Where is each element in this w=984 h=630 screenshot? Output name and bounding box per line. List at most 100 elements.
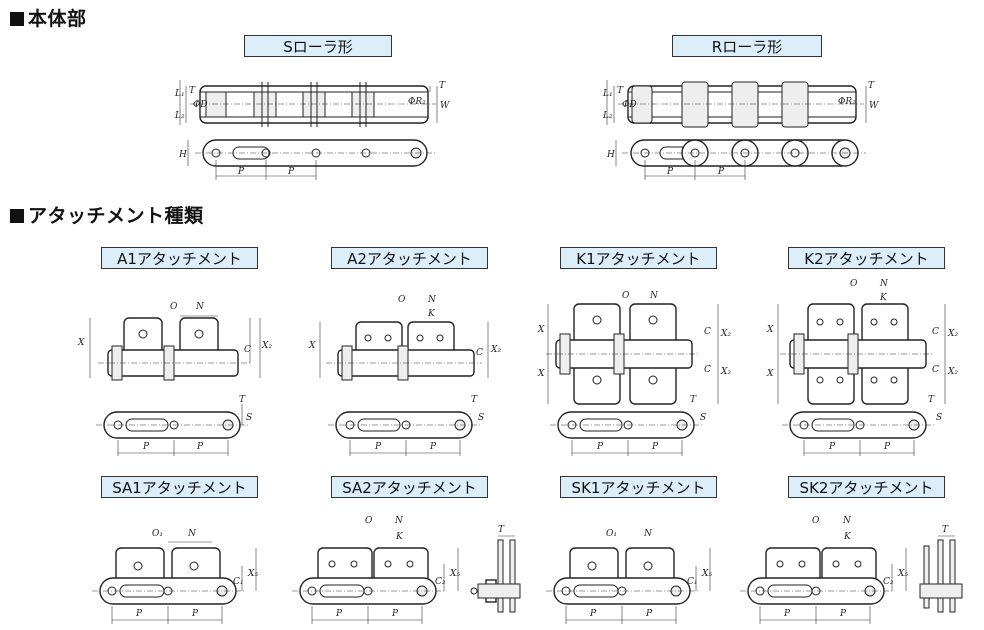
dim-t: T xyxy=(942,525,949,535)
dim-k: K xyxy=(879,293,888,303)
s-roller-top-view xyxy=(179,80,438,127)
dim-o1: O₁ xyxy=(152,529,163,539)
dim-p: P xyxy=(237,167,245,177)
label-a1: A1アタッチメント xyxy=(101,247,258,269)
dim-o: O xyxy=(365,516,373,526)
dim-p: P xyxy=(651,442,659,452)
section-heading-body: 本体部 xyxy=(10,4,87,31)
dim-p: P xyxy=(717,167,725,177)
dim-p: P xyxy=(374,442,382,452)
square-bullet-icon xyxy=(10,209,24,223)
dim-p: P xyxy=(828,442,836,452)
dim-p: P xyxy=(142,442,150,452)
s-roller-side-view xyxy=(187,139,435,180)
dim-p: P xyxy=(391,609,399,619)
dim-n: N xyxy=(187,529,197,539)
dim-x5: X₅ xyxy=(897,569,908,579)
dim-x: X xyxy=(537,369,545,379)
sk2-end-view xyxy=(919,535,963,613)
dim-x2: X₂ xyxy=(720,367,731,377)
section-heading-attachments: アタッチメント種類 xyxy=(10,201,204,228)
dim-c: C xyxy=(704,365,711,375)
dim-o: O xyxy=(170,302,178,312)
dim-l2: L₂ xyxy=(174,111,185,121)
dim-h: H xyxy=(606,150,615,160)
dim-c: C xyxy=(932,365,939,375)
dim-c2: C₂ xyxy=(435,577,446,587)
dim-d: ΦD xyxy=(193,100,208,110)
dim-d: ΦD xyxy=(622,100,637,110)
dim-x2: X₂ xyxy=(261,341,272,351)
dim-x5: X₅ xyxy=(247,569,258,579)
dim-w: W xyxy=(869,101,879,111)
section-title: アタッチメント種類 xyxy=(28,205,204,227)
dim-o1: O₁ xyxy=(606,529,617,539)
dim-x: X xyxy=(766,325,774,335)
dim-x2: X₂ xyxy=(490,345,501,355)
sa2-side-view xyxy=(292,547,459,624)
dim-o: O xyxy=(398,295,406,305)
dim-p: P xyxy=(645,609,653,619)
dim-x: X xyxy=(308,341,316,351)
label-sk2: SK2アタッチメント xyxy=(788,476,945,498)
dim-x2: X₂ xyxy=(947,329,958,339)
dim-r2: ΦR₂ xyxy=(408,97,426,107)
dim-p: P xyxy=(783,609,791,619)
dim-s: S xyxy=(478,413,484,423)
dim-x2: X₂ xyxy=(720,329,731,339)
k2-top-view xyxy=(777,303,946,405)
dim-t: T xyxy=(690,395,697,405)
sk2-side-view xyxy=(740,547,907,624)
a1-side-view xyxy=(96,404,248,456)
dim-x: X xyxy=(766,369,774,379)
dim-p: P xyxy=(287,167,295,177)
label-sk1: SK1アタッチメント xyxy=(560,476,717,498)
dim-p: P xyxy=(596,442,604,452)
dim-n: N xyxy=(649,291,659,301)
dim-x2: X₂ xyxy=(947,367,958,377)
dim-t: T xyxy=(189,86,196,96)
dim-p: P xyxy=(135,609,143,619)
dim-p: P xyxy=(839,609,847,619)
dim-p: P xyxy=(589,609,597,619)
dim-o: O xyxy=(812,516,820,526)
dim-k: K xyxy=(395,532,404,542)
a2-side-view xyxy=(328,411,480,456)
label-r-roller: Rローラ形 xyxy=(672,35,822,57)
label-k1: K1アタッチメント xyxy=(560,247,717,269)
dim-c: C xyxy=(932,327,939,337)
k1-side-view xyxy=(550,411,702,456)
dim-c: C xyxy=(244,345,251,355)
dim-p: P xyxy=(666,167,674,177)
dim-h: H xyxy=(178,150,187,160)
dim-l2: L₂ xyxy=(602,111,613,121)
dim-t: T xyxy=(239,395,246,405)
dim-t: T xyxy=(439,81,446,91)
dim-l1: L₁ xyxy=(174,89,185,99)
dim-p: P xyxy=(429,442,437,452)
sa1-side-view xyxy=(92,541,257,624)
dim-t: T xyxy=(617,86,624,96)
dim-r2: ΦR₂ xyxy=(838,97,856,107)
k2-side-view xyxy=(782,411,934,456)
label-sa2: SA2アタッチメント xyxy=(331,476,488,498)
label-a2: A2アタッチメント xyxy=(331,247,488,269)
dim-k: K xyxy=(427,309,436,319)
dim-x: X xyxy=(77,338,85,348)
dim-n: N xyxy=(394,516,404,526)
square-bullet-icon xyxy=(10,12,24,26)
dim-x: X xyxy=(537,325,545,335)
dim-c2: C₂ xyxy=(883,577,894,587)
pin-rollers xyxy=(205,91,375,118)
dim-t: T xyxy=(928,395,935,405)
label-k2: K2アタッチメント xyxy=(788,247,945,269)
r-roller-side-view xyxy=(615,139,866,180)
sk1-side-view xyxy=(546,547,711,624)
dim-l1: L₁ xyxy=(602,89,613,99)
dim-c: C xyxy=(476,348,483,358)
dim-c1: C₁ xyxy=(233,577,244,587)
dim-n: N xyxy=(195,302,205,312)
dim-p: P xyxy=(196,442,204,452)
dim-n: N xyxy=(643,529,653,539)
